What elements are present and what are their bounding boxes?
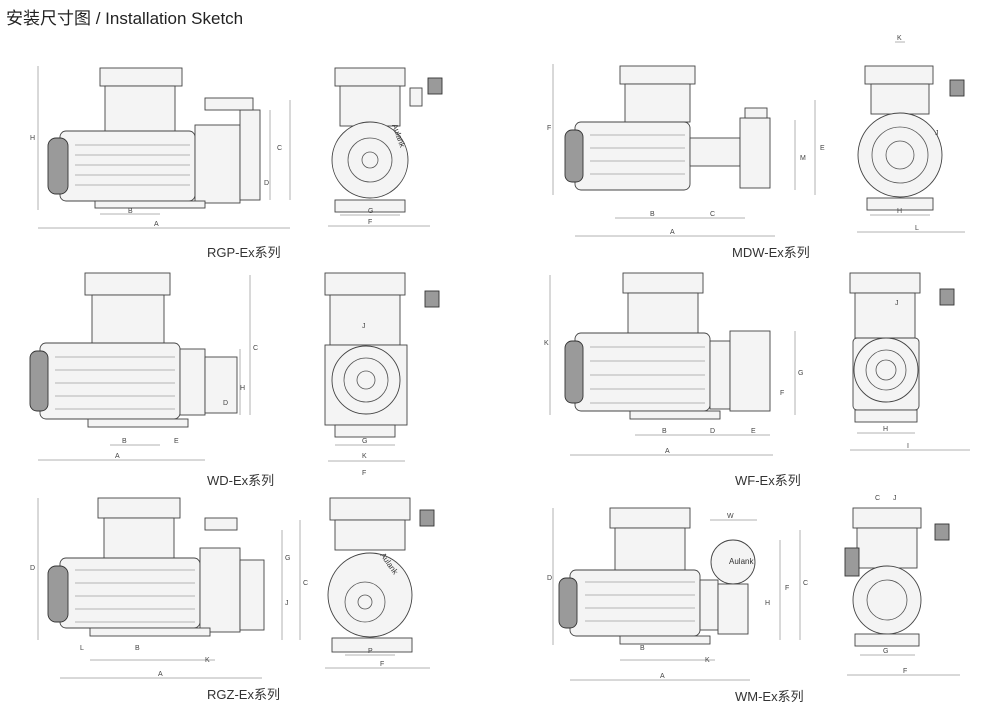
svg-text:B: B bbox=[122, 438, 127, 445]
svg-text:J: J bbox=[362, 323, 366, 330]
svg-text:J: J bbox=[893, 495, 897, 502]
svg-text:J: J bbox=[285, 600, 289, 607]
svg-text:H: H bbox=[240, 385, 245, 392]
svg-text:K: K bbox=[205, 657, 210, 664]
mdw-ex-caption: MDW-Ex系列 bbox=[732, 245, 810, 260]
rgp-ex-sketch: A B C D H Aulank F G bbox=[30, 66, 443, 229]
page-title: 安装尺寸图 / Installation Sketch bbox=[6, 9, 244, 28]
svg-text:D: D bbox=[264, 180, 269, 187]
wm-ex-caption: WM-Ex系列 bbox=[735, 689, 804, 704]
svg-text:E: E bbox=[174, 438, 179, 445]
svg-text:C: C bbox=[875, 495, 880, 502]
svg-text:H: H bbox=[883, 426, 888, 433]
svg-text:B: B bbox=[662, 428, 667, 435]
svg-text:B: B bbox=[135, 645, 140, 652]
svg-text:C: C bbox=[710, 211, 715, 218]
rgz-ex-sketch: A B L K G C J D Aulank P F bbox=[30, 497, 435, 679]
svg-text:L: L bbox=[80, 645, 84, 652]
svg-text:G: G bbox=[285, 555, 290, 562]
svg-text:F: F bbox=[368, 219, 372, 226]
svg-text:F: F bbox=[903, 668, 907, 675]
svg-text:D: D bbox=[710, 428, 715, 435]
wm-ex-brand: Aulank bbox=[729, 557, 754, 566]
svg-text:K: K bbox=[705, 657, 710, 664]
svg-text:D: D bbox=[30, 565, 35, 572]
svg-text:M: M bbox=[800, 155, 806, 162]
svg-text:C: C bbox=[803, 580, 808, 587]
svg-text:F: F bbox=[785, 585, 789, 592]
svg-text:G: G bbox=[798, 370, 803, 377]
svg-text:P: P bbox=[368, 648, 373, 655]
svg-text:B: B bbox=[128, 208, 133, 215]
svg-text:G: G bbox=[883, 648, 888, 655]
wd-ex-sketch: A B E C H D K G J F bbox=[29, 272, 440, 477]
svg-text:H: H bbox=[765, 600, 770, 607]
svg-text:A: A bbox=[154, 221, 159, 228]
wm-ex-sketch: Aulank A B K D F C H W G F C J bbox=[547, 495, 960, 681]
wf-ex-caption: WF-Ex系列 bbox=[735, 473, 801, 488]
svg-text:F: F bbox=[547, 125, 551, 132]
svg-text:G: G bbox=[362, 438, 367, 445]
svg-text:L: L bbox=[915, 225, 919, 232]
svg-text:G: G bbox=[368, 208, 373, 215]
svg-text:A: A bbox=[158, 671, 163, 678]
svg-text:F: F bbox=[380, 661, 384, 668]
svg-text:C: C bbox=[253, 345, 258, 352]
drawing-wf-ex: K A B D E G F H I J WF-Ex系列 bbox=[495, 265, 990, 490]
mdw-ex-sketch: A B C F M E K L H J bbox=[547, 35, 965, 237]
svg-text:A: A bbox=[115, 453, 120, 460]
svg-text:D: D bbox=[223, 400, 228, 407]
svg-text:K: K bbox=[362, 453, 367, 460]
svg-text:H: H bbox=[897, 208, 902, 215]
svg-text:J: J bbox=[935, 130, 939, 137]
svg-text:J: J bbox=[895, 300, 899, 307]
svg-text:K: K bbox=[544, 340, 549, 347]
svg-text:H: H bbox=[30, 135, 35, 142]
rgz-ex-caption: RGZ-Ex系列 bbox=[207, 687, 280, 702]
svg-text:B: B bbox=[640, 645, 645, 652]
svg-text:E: E bbox=[751, 428, 756, 435]
drawing-rgz-ex: A B L K G C J D Aulank P F RGZ-Ex系列 bbox=[0, 490, 495, 713]
svg-text:D: D bbox=[547, 575, 552, 582]
svg-text:B: B bbox=[650, 211, 655, 218]
svg-text:A: A bbox=[665, 448, 670, 455]
svg-text:C: C bbox=[303, 580, 308, 587]
svg-text:A: A bbox=[670, 229, 675, 236]
rgp-ex-caption: RGP-Ex系列 bbox=[207, 245, 281, 260]
svg-text:W: W bbox=[727, 513, 734, 520]
svg-text:K: K bbox=[897, 35, 902, 42]
svg-text:F: F bbox=[362, 470, 366, 477]
svg-text:C: C bbox=[277, 145, 282, 152]
drawing-wd-ex: A B E C H D K G J F WD-Ex系列 bbox=[0, 265, 495, 490]
drawing-wm-ex: Aulank A B K D F C H W G F C J WM-Ex系列 bbox=[495, 490, 990, 713]
svg-text:E: E bbox=[820, 145, 825, 152]
drawing-mdw-ex: A B C F M E K L H J MDW-Ex系列 bbox=[495, 0, 990, 265]
svg-text:F: F bbox=[780, 390, 784, 397]
drawing-rgp-ex: A B C D H Aulank F G RGP-Ex系列 bbox=[0, 0, 495, 265]
wf-ex-sketch: K A B D E G F H I J bbox=[544, 272, 970, 456]
wd-ex-caption: WD-Ex系列 bbox=[207, 473, 275, 488]
svg-text:I: I bbox=[907, 443, 909, 450]
svg-text:A: A bbox=[660, 673, 665, 680]
